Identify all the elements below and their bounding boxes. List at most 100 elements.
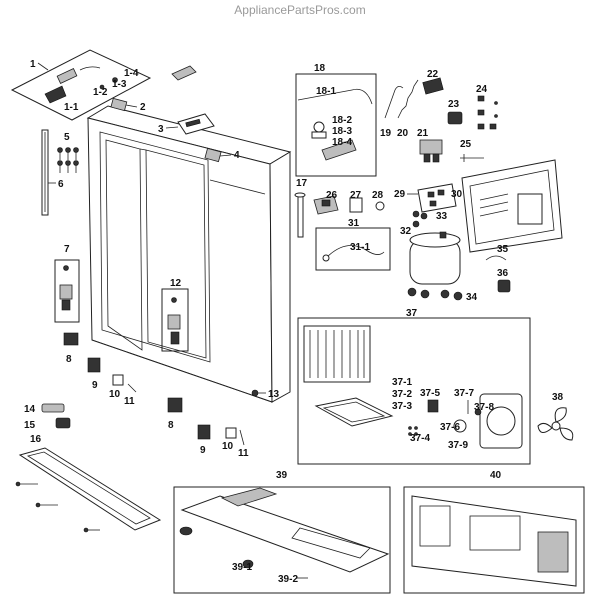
label-22: 22 [427,69,439,80]
label-32: 32 [400,226,412,237]
label-20: 20 [397,128,409,139]
label-37-7: 37-7 [454,388,474,399]
label-11a: 11 [124,396,135,407]
label-35: 35 [497,244,509,255]
top-bracket [171,65,197,81]
label-37-3: 37-3 [392,401,412,412]
part-1-top-cover [10,49,152,121]
label-8a: 8 [66,354,72,365]
label-37: 37 [406,308,418,319]
part-35-wire [485,255,507,261]
part-4-hinge [204,147,222,163]
label-18-4: 18-4 [332,137,352,148]
label-15: 15 [24,420,36,431]
label-40: 40 [490,470,502,481]
label-4: 4 [234,150,240,161]
label-8b: 8 [168,420,174,431]
part-25-clip [460,154,484,162]
part-10-roller-left [112,374,124,386]
label-7: 7 [64,244,70,255]
label-28: 28 [372,190,384,201]
part-39-base-plate [173,486,391,594]
part-23-sensor [447,111,463,125]
label-18-2: 18-2 [332,115,352,126]
part-24-fasteners [477,95,498,130]
label-18: 18 [314,63,326,74]
label-17: 17 [296,178,308,189]
label-24: 24 [476,84,488,95]
part-21-valve [419,139,443,163]
label-37-6: 37-6 [440,422,460,433]
label-37-1: 37-1 [392,377,412,388]
part-22-connector [422,77,444,95]
label-38: 38 [552,392,564,403]
part-15-coupling [55,417,71,429]
part-13-screw [251,389,259,397]
label-1-1: 1-1 [64,102,79,113]
part-18-group-box [295,73,377,177]
part-26-bracket [313,195,339,215]
label-37-2: 37-2 [392,389,412,400]
label-30: 30 [451,189,463,200]
part-30-cover-panel [461,159,563,253]
label-6: 6 [58,179,64,190]
label-23: 23 [448,99,460,110]
label-34: 34 [466,292,478,303]
part-20-heater-coil [397,79,419,119]
part-36-relay [497,279,511,293]
part-9-leveling-foot-right [197,424,211,440]
part-11-pin-left [127,383,137,393]
part-16-base-grille [15,447,162,533]
label-3: 3 [158,124,164,135]
part-9-leveling-foot-left [87,357,101,373]
label-37-5: 37-5 [420,388,440,399]
part-8-hinge-cover-left [63,332,79,346]
label-1-3: 1-3 [112,79,127,90]
label-39-2: 39-2 [278,574,298,585]
part-12-lower-hinge-bracket [161,288,189,352]
label-36: 36 [497,268,509,279]
label-33: 33 [436,211,448,222]
label-9a: 9 [92,380,98,391]
label-13: 13 [268,389,280,400]
part-7-lower-hinge-bracket [54,259,80,323]
label-26: 26 [326,190,338,201]
label-14: 14 [24,404,36,415]
part-29-control-board [417,183,457,213]
part-33-grommets [412,210,428,228]
label-31: 31 [348,218,360,229]
label-39-1: 39-1 [232,562,252,573]
label-21: 21 [417,128,429,139]
part-14-fitting [41,403,65,413]
label-18-3: 18-3 [332,126,352,137]
part-6-side-rail [41,129,49,216]
label-37-4: 37-4 [410,433,430,444]
label-9b: 9 [200,445,206,456]
label-5: 5 [64,132,70,143]
part-5-screws [57,147,79,173]
part-3-hinge-cover [177,113,215,135]
label-18-1: 18-1 [316,86,336,97]
label-19: 19 [380,128,392,139]
part-28-grommet [375,201,385,211]
label-29: 29 [394,189,406,200]
part-19-tube [384,86,404,119]
label-11b: 11 [238,448,249,459]
part-2-top-hinge [110,97,128,112]
part-31-wire-harness [315,227,391,271]
label-1-2: 1-2 [93,87,108,98]
label-27: 27 [350,190,362,201]
label-37-9: 37-9 [448,440,468,451]
label-31-1: 31-1 [350,242,370,253]
part-32-compressor [407,231,461,299]
label-25: 25 [460,139,472,150]
label-2: 2 [140,102,146,113]
watermark-text: AppliancePartsPros.com [234,3,366,17]
part-38-fan-blade [537,407,574,441]
part-17-drain-tube [294,192,306,238]
label-10b: 10 [222,441,234,452]
part-34-mount [453,291,463,301]
refrigerator-cabinet [86,105,292,403]
label-37-8: 37-8 [474,402,494,413]
